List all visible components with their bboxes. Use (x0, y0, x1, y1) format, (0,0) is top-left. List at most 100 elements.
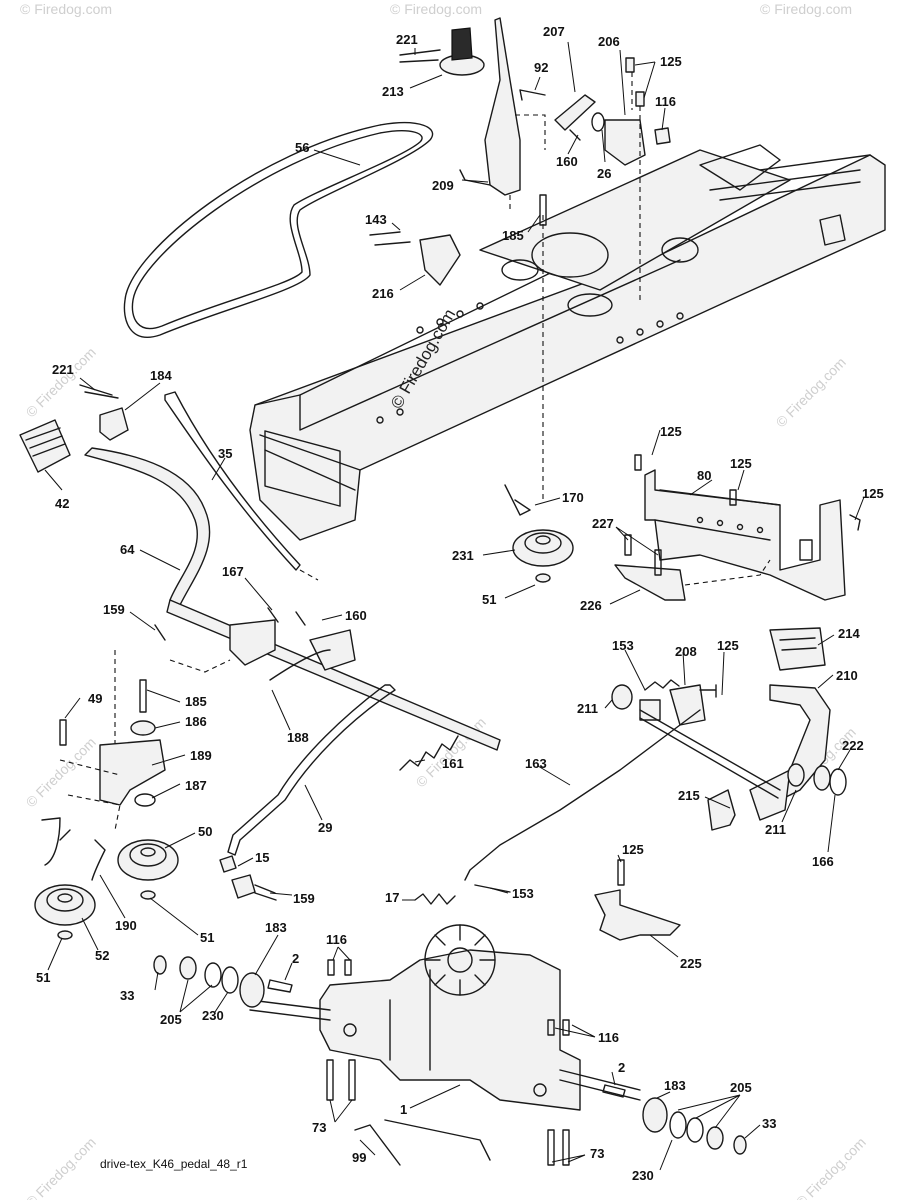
part-label: 190 (115, 918, 137, 933)
shift-lever-assembly (399, 17, 546, 210)
leader-lines (44, 41, 865, 1171)
part-label: 215 (678, 788, 700, 803)
part-label: 231 (452, 548, 474, 563)
part-label: 125 (660, 54, 682, 69)
part-label: 166 (812, 854, 834, 869)
axle-hardware-right (354, 1019, 747, 1166)
part-label: 226 (580, 598, 602, 613)
part-label: 205 (160, 1012, 182, 1027)
part-label: 153 (612, 638, 634, 653)
part-label: 17 (385, 890, 399, 905)
part-label: 207 (543, 24, 565, 39)
hand-grip-lever (19, 384, 501, 790)
part-label: 116 (326, 932, 347, 947)
part-label: 216 (372, 286, 394, 301)
part-label: 125 (862, 486, 884, 501)
part-label: 230 (632, 1168, 654, 1183)
part-label: 213 (382, 84, 404, 99)
part-label: 51 (200, 930, 214, 945)
part-label: 125 (660, 424, 682, 439)
bracket-assembly (519, 57, 671, 300)
part-label: 222 (842, 738, 864, 753)
part-label: 206 (598, 34, 620, 49)
part-label: 51 (482, 592, 496, 607)
part-label: 92 (534, 60, 548, 75)
part-label: 99 (352, 1150, 366, 1165)
part-label: 26 (597, 166, 611, 181)
idler-pulley-assembly (34, 679, 179, 940)
part-label: 205 (730, 1080, 752, 1095)
spring-17 (414, 893, 456, 905)
part-label: 153 (512, 886, 534, 901)
part-label: 125 (730, 456, 752, 471)
part-label: 214 (838, 626, 860, 641)
part-label: 73 (590, 1146, 604, 1161)
part-label: 185 (185, 694, 207, 709)
part-label: 116 (598, 1030, 619, 1045)
part-label: 33 (762, 1116, 776, 1131)
part-label: 52 (95, 948, 109, 963)
part-label: 183 (664, 1078, 686, 1093)
part-label: 29 (318, 820, 332, 835)
part-label: 208 (675, 644, 697, 659)
part-label: 64 (120, 542, 135, 557)
part-label: 15 (255, 850, 269, 865)
part-label: 184 (150, 368, 172, 383)
part-label: 225 (680, 956, 702, 971)
spring-161 (399, 735, 459, 771)
part-label: 160 (345, 608, 367, 623)
part-label: 50 (198, 824, 212, 839)
part-labels: 221 213 207 206 125 92 116 56 160 26 209… (36, 24, 884, 1183)
bracket-216 (369, 231, 461, 286)
diagram-code: drive-tex_K46_pedal_48_r1 (100, 1157, 248, 1171)
part-label: 2 (292, 951, 299, 966)
frame-chassis: © Firedog.com (249, 144, 886, 541)
part-label: 125 (717, 638, 739, 653)
part-label: 56 (295, 140, 309, 155)
part-label: 227 (592, 516, 614, 531)
watermark-text: © Firedog.com (23, 344, 99, 420)
watermark-text: © Firedog.com (793, 1134, 869, 1200)
part-label: 1 (400, 1102, 407, 1117)
part-label: 159 (293, 891, 315, 906)
watermark-text: © Firedog.com (23, 1134, 99, 1200)
pulley-231 (504, 484, 574, 583)
part-label: 125 (622, 842, 644, 857)
part-label: 163 (525, 756, 547, 771)
part-label: 187 (185, 778, 207, 793)
watermark-text: © Firedog.com (390, 1, 482, 17)
part-label: 160 (556, 154, 578, 169)
part-label: 221 (52, 362, 74, 377)
part-label: 2 (618, 1060, 625, 1075)
axle-hardware-left (153, 955, 356, 1101)
part-label: 167 (222, 564, 244, 579)
part-label: 143 (365, 212, 387, 227)
part-label: 230 (202, 1008, 224, 1023)
part-label: 211 (577, 701, 598, 716)
part-label: 73 (312, 1120, 326, 1135)
part-label: 188 (287, 730, 309, 745)
part-label: 210 (836, 668, 858, 683)
transaxle (249, 924, 641, 1111)
watermark-text: © Firedog.com (20, 1, 112, 17)
drive-belt (123, 121, 434, 338)
part-label: 211 (765, 822, 786, 837)
watermark-text: © Firedog.com (773, 354, 849, 430)
brake-pedal-assembly (464, 627, 847, 941)
bracket-80 (614, 454, 861, 601)
link-rod-29 (219, 649, 396, 901)
part-label: 116 (655, 94, 676, 109)
part-label: 51 (36, 970, 50, 985)
part-label: 161 (442, 756, 464, 771)
part-label: 159 (103, 602, 125, 617)
part-label: 80 (697, 468, 711, 483)
part-label: 42 (55, 496, 69, 511)
part-label: 189 (190, 748, 212, 763)
part-label: 33 (120, 988, 134, 1003)
part-label: 170 (562, 490, 584, 505)
part-label: 209 (432, 178, 454, 193)
part-label: 49 (88, 691, 102, 706)
part-label: 185 (502, 228, 524, 243)
part-label: 186 (185, 714, 207, 729)
